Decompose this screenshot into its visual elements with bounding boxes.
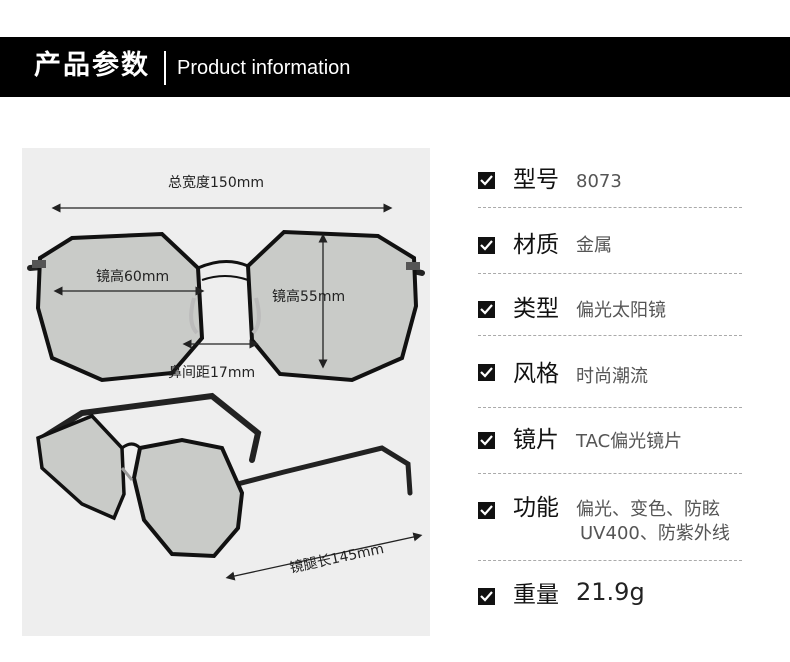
spec-label: 类型 <box>513 296 559 322</box>
spec-label: 镜片 <box>513 427 559 453</box>
sunglasses-illustration <box>27 203 425 581</box>
spec-value: 金属 <box>576 235 612 256</box>
spec-row-function: 功能 偏光、变色、防眩 UV400、防紫外线 <box>478 492 742 561</box>
checkbox-check-icon <box>478 172 495 189</box>
spec-row-weight: 重量 21.9g <box>478 576 742 620</box>
total-width-label: 总宽度150mm <box>168 175 264 191</box>
spec-value-line: 偏光、变色、防眩 <box>576 499 720 520</box>
spec-value: 21.9g <box>576 578 645 606</box>
spec-value: 8073 <box>576 171 622 192</box>
lens-width-label: 镜高60mm <box>96 269 170 285</box>
spec-value-line: UV400、防紫外线 <box>580 523 730 544</box>
checkbox-check-icon <box>478 588 495 605</box>
header-title-cn: 产品参数 <box>34 50 150 81</box>
side-view-glasses <box>36 392 413 559</box>
product-photo: 总宽度150mm 镜高60mm 镜高55mm 鼻间距17mm 镜腿长145mm <box>22 148 430 636</box>
spec-row-material: 材质 金属 <box>478 226 742 274</box>
checkbox-check-icon <box>478 237 495 254</box>
header-divider <box>164 51 166 85</box>
checkbox-check-icon <box>478 502 495 519</box>
header-title-en: Product information <box>177 57 351 79</box>
spec-label: 材质 <box>513 232 559 258</box>
spec-row-lens: 镜片 TAC偏光镜片 <box>478 424 742 474</box>
spec-label: 功能 <box>513 495 559 521</box>
lens-height-label: 镜高55mm <box>272 289 346 305</box>
header-bar: 产品参数 Product information <box>0 37 790 97</box>
spec-label: 重量 <box>513 582 559 608</box>
spec-value: TAC偏光镜片 <box>576 431 683 452</box>
front-view-glasses <box>27 229 425 383</box>
spec-row-style: 风格 时尚潮流 <box>478 356 742 408</box>
spec-row-model: 型号 8073 <box>478 162 742 208</box>
spec-row-type: 类型 偏光太阳镜 <box>478 292 742 336</box>
spec-value: 偏光太阳镜 <box>576 300 666 321</box>
bridge-label: 鼻间距17mm <box>168 365 256 381</box>
spec-label: 型号 <box>513 167 559 193</box>
checkbox-check-icon <box>478 432 495 449</box>
checkbox-check-icon <box>478 364 495 381</box>
spec-value: 偏光、变色、防眩 UV400、防紫外线 <box>576 498 730 546</box>
spec-value: 时尚潮流 <box>576 366 648 387</box>
temple-length-arrow <box>225 532 423 581</box>
spec-label: 风格 <box>513 361 559 387</box>
checkbox-check-icon <box>478 301 495 318</box>
